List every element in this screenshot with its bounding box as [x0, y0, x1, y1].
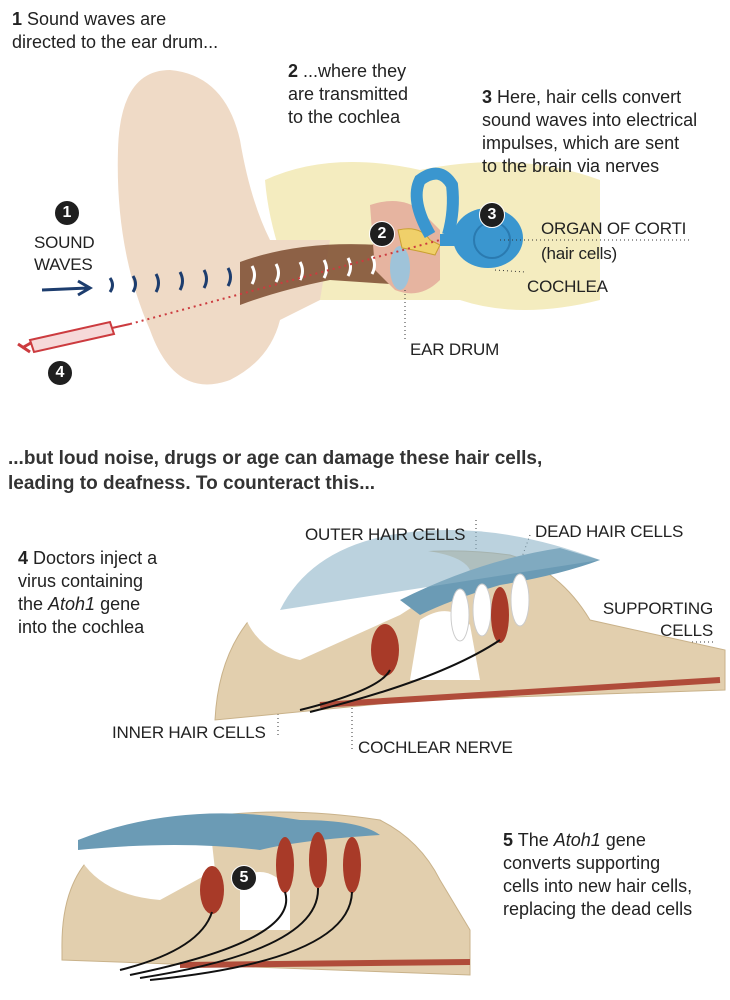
label-cochlea: COCHLEA [527, 277, 608, 296]
caption-line: to the brain via nerves [482, 156, 660, 176]
label-outer-hair-cells: OUTER HAIR CELLS [305, 525, 466, 544]
ear-canal [240, 244, 405, 305]
transition-line: ...but loud noise, drugs or age can dama… [8, 448, 543, 469]
label-dead-hair-cells: DEAD HAIR CELLS [535, 522, 684, 541]
step-3-caption: 3 Here, hair cells convert sound waves i… [482, 86, 697, 178]
transition-text: ...but loud noise, drugs or age can dama… [8, 446, 542, 496]
marker-5: 5 [231, 865, 257, 891]
marker-1: 1 [54, 200, 80, 226]
label-cochlear-nerve: COCHLEAR NERVE [358, 738, 513, 757]
sound-wave-arcs [108, 255, 376, 293]
caption-line: cells into new hair cells, [503, 876, 693, 896]
label-sound-waves: SOUND WAVES [34, 232, 95, 276]
caption-line: replacing the dead cells [503, 899, 693, 919]
outer-ear [117, 70, 331, 385]
tectorial-membrane-2 [78, 813, 380, 850]
caption-line: converts supporting [503, 853, 661, 873]
semicircular-canals [410, 167, 459, 238]
label-inner-hair-cells: INNER HAIR CELLS [112, 723, 266, 742]
caption-text: gene [95, 594, 141, 614]
gene-name: Atoh1 [553, 830, 601, 850]
cochlea-section-damaged [214, 530, 726, 721]
caption-line: Doctors inject a [33, 548, 158, 568]
step-number: 1 [12, 9, 23, 29]
step-4-caption: 4 Doctors inject a virus containing the … [18, 547, 157, 639]
gene-name: Atoh1 [48, 594, 96, 614]
label-line: SUPPORTING [602, 599, 713, 618]
caption-text: The [517, 830, 554, 850]
caption-line: directed to the ear drum... [12, 32, 219, 52]
caption-text: the [18, 594, 49, 614]
label-line: SOUND [34, 233, 95, 252]
caption-line: Here, hair cells convert [497, 87, 682, 107]
marker-3: 3 [479, 202, 505, 228]
caption-text: gene [600, 830, 646, 850]
step-5-caption: 5 The Atoh1 gene converts supporting cel… [503, 829, 692, 921]
marker-2: 2 [369, 221, 395, 247]
caption-line: to the cochlea [288, 107, 401, 127]
label-line: WAVES [34, 255, 93, 274]
step-1-caption: 1 Sound waves are directed to the ear dr… [12, 8, 218, 54]
label-supporting-cells: SUPPORTING CELLS [603, 598, 713, 642]
caption-line: Sound waves are [27, 9, 167, 29]
step-number: 2 [288, 61, 299, 81]
label-organ-of-corti: ORGAN OF CORTI [541, 219, 687, 238]
caption-line: virus containing [18, 571, 144, 591]
step-number: 5 [503, 830, 514, 850]
marker-4: 4 [47, 360, 73, 386]
cochlea-section-regenerated [61, 811, 471, 981]
step-2-caption: 2 ...where they are transmitted to the c… [288, 60, 408, 129]
step-number: 3 [482, 87, 493, 107]
caption-line: ...where they [303, 61, 407, 81]
syringe [17, 239, 441, 354]
caption-line: are transmitted [288, 84, 409, 104]
transition-line: leading to deafness. To counteract this.… [8, 473, 376, 494]
ear-drum-shape [390, 246, 410, 290]
step-number: 4 [18, 548, 29, 568]
caption-line: impulses, which are sent [482, 133, 680, 153]
label-ear-drum: EAR DRUM [410, 340, 500, 359]
sound-arrow [41, 279, 93, 297]
label-hair-cells: (hair cells) [541, 244, 618, 263]
caption-line: sound waves into electrical [482, 110, 698, 130]
label-line: CELLS [660, 621, 713, 640]
caption-line: into the cochlea [18, 617, 145, 637]
